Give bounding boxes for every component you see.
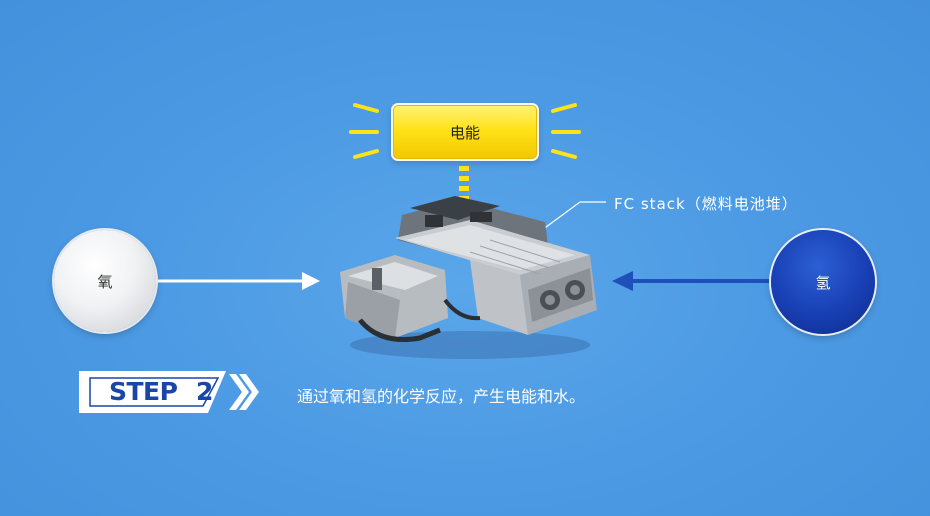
arrow-right-icon — [156, 272, 320, 290]
step-badge-shape — [79, 371, 226, 413]
energy-connector — [459, 166, 469, 201]
fc-stack-leader-line — [537, 201, 606, 234]
hydrogen-label: 氢 — [815, 273, 831, 292]
fuel-cell-stack-image — [340, 196, 597, 359]
step-number: 2 — [196, 377, 214, 406]
step-badge: STEP 2 — [79, 371, 245, 413]
oxygen-node: 氧 — [54, 230, 156, 332]
arrow-left-icon — [612, 271, 771, 291]
ray-left-top — [353, 103, 379, 113]
hydrogen-node: 氢 — [771, 230, 875, 334]
oxygen-label: 氧 — [97, 272, 113, 291]
energy-rays — [349, 103, 581, 159]
fc-stack-label: FC stack（燃料电池堆） — [614, 195, 798, 213]
ray-left-bottom — [353, 149, 379, 159]
ray-right-top — [551, 103, 577, 113]
ray-right-bottom — [551, 149, 577, 159]
step-word: STEP — [109, 377, 178, 406]
chevron-right-icon — [229, 374, 259, 410]
step-description: 通过氧和氢的化学反应，产生电能和水。 — [297, 387, 586, 406]
energy-box: 电能 — [391, 103, 539, 161]
energy-label: 电能 — [449, 123, 480, 142]
